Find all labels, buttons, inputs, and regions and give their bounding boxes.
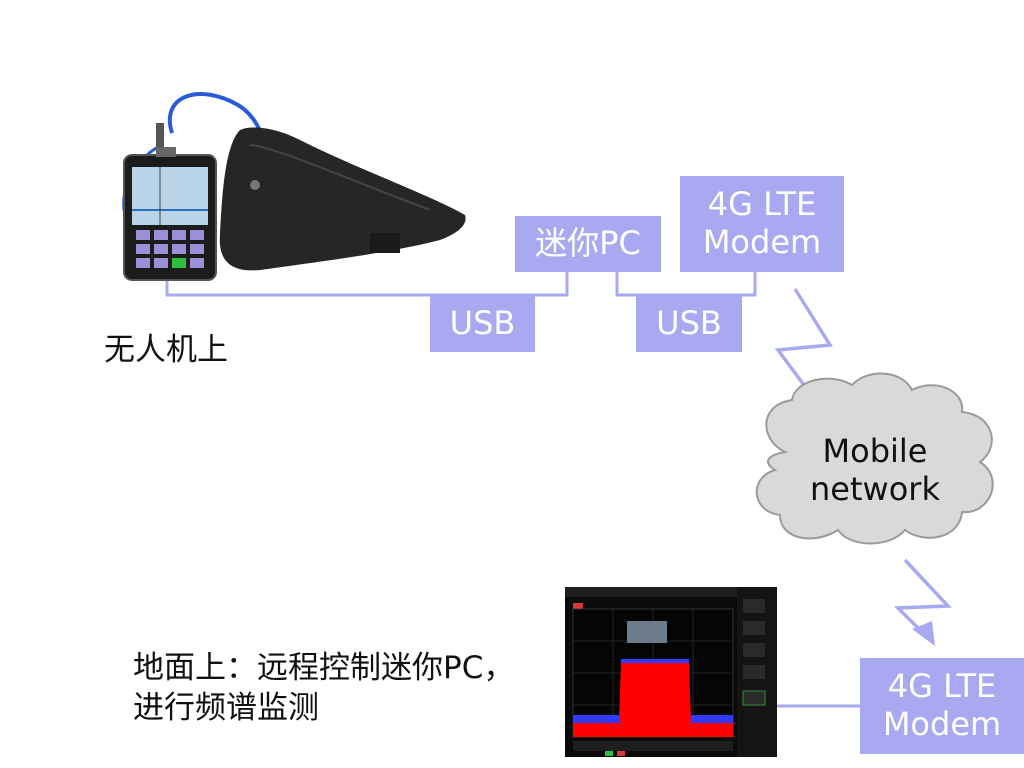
marker-readout-box [627,621,667,643]
airborne-label: 无人机上 [104,332,228,368]
spectrum-display-screenshot [565,587,777,757]
arrow-head-lower [912,621,935,646]
usb-right-box: USB [636,296,742,352]
usb-cables [165,268,860,708]
usb-left-box: USB [430,296,535,352]
usb-right-label: USB [656,304,722,343]
lightning-arrow-upper [774,288,833,402]
usb-left-label: USB [449,304,516,343]
ground-modem-line2: Modem [882,705,1002,743]
mobile-network-cloud [755,372,994,545]
airborne-modem-box: 4G LTE Modem [680,176,844,272]
ground-label: 地面上：远程控制迷你PC， 进行频谱监测 [133,648,514,729]
mobile-network-label: Mobile network [780,432,970,509]
spectrum-base-signal [573,723,733,737]
mobile-network-line2: network [810,470,940,509]
analyzer-keypad [136,230,204,268]
ground-label-line2: 进行频谱监测 [133,690,319,727]
airborne-modem-line2: Modem [702,223,822,261]
lightning-arrow-lower [893,558,952,640]
spectrum-signal-plateau [619,661,691,723]
mini-pc-label: 迷你PC [535,224,641,263]
usb-cable-analyzer-to-pc [165,268,569,297]
wireless-links [774,288,952,640]
mini-pc-box: 迷你PC [515,216,661,272]
ground-modem-line1: 4G LTE [887,667,997,706]
analyzer-screen [132,167,208,225]
mobile-network-line1: Mobile [822,432,928,470]
usb-cable-pc-to-modem [615,272,757,297]
airborne-modem-line1: 4G LTE [707,185,817,224]
spectrum-analyzer-with-antenna [122,92,466,281]
horn-antenna [219,127,466,271]
antenna-connector-icon [250,180,260,190]
ground-label-line1: 地面上：远程控制迷你PC， [133,650,515,686]
ground-modem-box: 4G LTE Modem [860,658,1024,754]
